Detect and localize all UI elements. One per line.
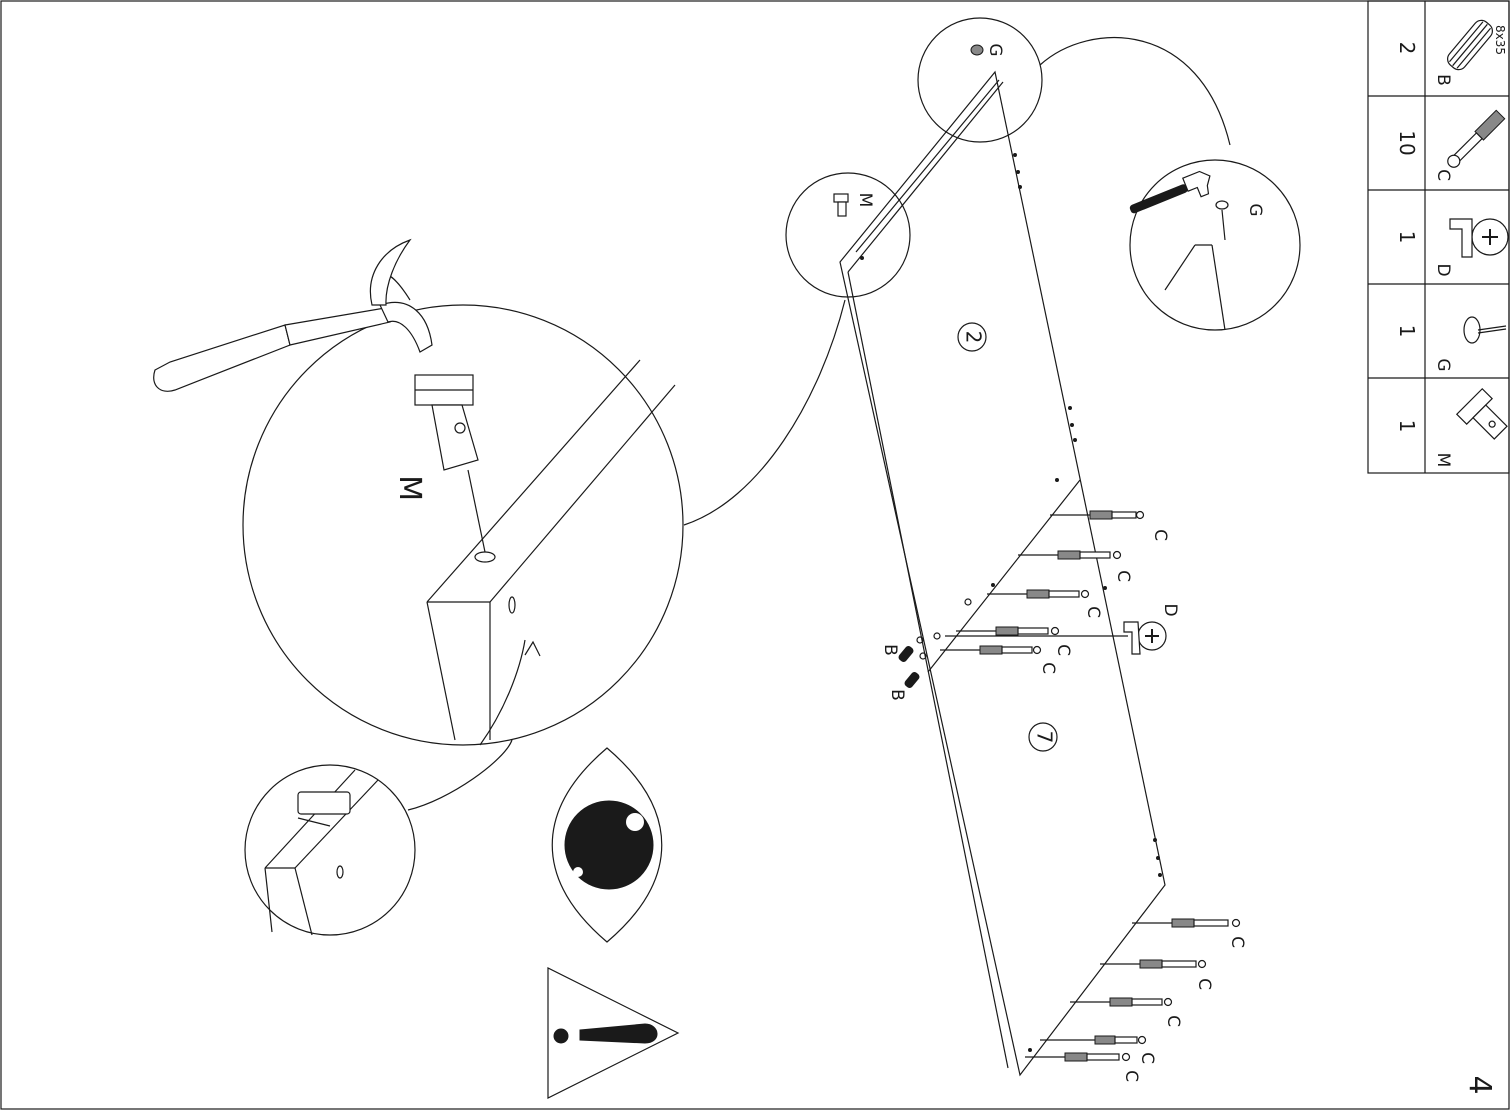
cam-dowel: C <box>1018 550 1133 582</box>
qty-d: 1 <box>1395 231 1419 244</box>
parts-row-m: 1 M <box>1395 387 1508 468</box>
panel-holes <box>860 153 1162 1052</box>
qty-b: 2 <box>1395 42 1419 55</box>
label-c: C <box>1053 644 1073 656</box>
parts-row-c: 10 C <box>1395 109 1506 181</box>
label-m: M <box>855 193 875 208</box>
panel-number-lower: 7 <box>1033 731 1057 744</box>
label-c: C <box>1121 1070 1141 1082</box>
cam-dowel: C <box>1070 997 1183 1027</box>
warning-icon <box>547 967 680 1099</box>
letter-g: G <box>1433 358 1453 371</box>
label-c: C <box>1150 529 1170 541</box>
wood-dowel <box>898 646 914 662</box>
cam-dowel: C <box>940 645 1058 674</box>
label-c: C <box>1194 978 1214 990</box>
letter-c: C <box>1433 169 1453 181</box>
mount-bracket-icon <box>414 374 479 471</box>
leader-curve <box>683 299 846 526</box>
eye-icon <box>551 747 663 943</box>
letter-d: D <box>1433 263 1453 276</box>
zoom-circle-icon: M <box>153 238 684 746</box>
cam-dowel: C <box>987 589 1103 618</box>
cam-dowel-icon <box>1447 109 1506 168</box>
label-c: C <box>1163 1015 1183 1027</box>
cam-lock-icon <box>1449 218 1509 258</box>
page-number: 4 <box>1462 1075 1497 1094</box>
leader-curve <box>1039 37 1231 146</box>
nail-glide-icon <box>1463 316 1507 344</box>
zoom-circle-icon <box>244 764 416 936</box>
cam-lock: D <box>945 603 1180 655</box>
label-g: G <box>1245 203 1265 216</box>
panel-number-lower-badge <box>1028 722 1058 752</box>
panel-number-upper-badge <box>957 322 987 352</box>
cam-dowel: C <box>1100 959 1214 990</box>
label-g: G <box>985 43 1005 56</box>
letter-m: M <box>1433 453 1453 468</box>
cam-dowel: C <box>1040 1035 1157 1064</box>
parts-row-b: 2 B 8x35 <box>1395 19 1507 86</box>
label-b: B <box>880 644 900 656</box>
label-b: B <box>887 689 907 701</box>
qty-m: 1 <box>1395 420 1419 433</box>
letter-b: B <box>1433 74 1453 86</box>
cam-dowel: C <box>956 626 1073 656</box>
leader-curve <box>407 739 513 811</box>
label-m: M <box>392 475 427 501</box>
cam-dowels: C C C C C C C <box>940 510 1247 1082</box>
cam-dowel: C <box>1050 510 1170 541</box>
cam-dowel: C <box>1025 1052 1141 1082</box>
label-d: D <box>1160 603 1180 616</box>
label-c: C <box>1038 662 1058 674</box>
side-panel: 2 7 <box>839 70 1166 1077</box>
parts-row-d: 1 D <box>1395 218 1509 277</box>
qty-c: 10 <box>1395 130 1419 155</box>
cam-dowel: C <box>1132 918 1247 948</box>
hammer-icon <box>153 238 433 392</box>
parts-row-g: 1 G <box>1395 316 1507 372</box>
zoom-circle-icon: M <box>785 79 1000 298</box>
label-c: C <box>1137 1052 1157 1064</box>
hammer-icon <box>1129 170 1211 214</box>
qty-g: 1 <box>1395 325 1419 338</box>
label-c: C <box>1227 936 1247 948</box>
wood-dowels: B B <box>880 636 927 701</box>
label-c: C <box>1113 570 1133 582</box>
screw-size-label: 8x35 <box>1493 25 1507 55</box>
label-c: C <box>1083 606 1103 618</box>
panel-number-upper: 2 <box>962 331 986 344</box>
parts-table: 2 B 8x35 10 C 1 <box>1367 0 1510 474</box>
arrow-up-icon <box>524 640 541 657</box>
mount-bracket-icon <box>1455 387 1508 440</box>
zoom-circle-icon: G <box>917 17 1043 143</box>
wood-dowel-icon <box>1447 19 1493 71</box>
wood-dowel <box>904 672 920 688</box>
zoom-circle-icon: G <box>1129 159 1301 331</box>
